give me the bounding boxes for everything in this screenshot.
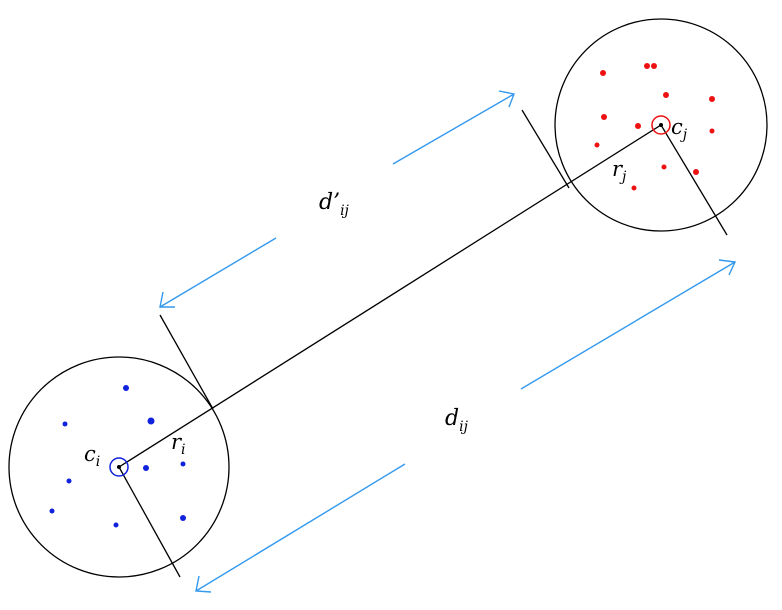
tangent-line-i — [159, 314, 214, 410]
tangent-line-j — [521, 109, 570, 189]
cluster-j-points — [594, 63, 715, 191]
center-label-i: ci — [84, 442, 100, 470]
center-arrow-lower-segment — [195, 463, 406, 592]
center-arrow-lower-head — [195, 575, 212, 593]
data-point — [66, 478, 72, 484]
data-point — [113, 522, 119, 528]
center-marker-i — [109, 457, 129, 477]
cluster-i-points — [49, 385, 186, 528]
gap-arrow-upper-segment — [392, 93, 515, 165]
data-point — [663, 92, 669, 98]
gap-arrow-lower-head — [159, 291, 175, 308]
radius-label-j: rj — [612, 157, 627, 185]
cluster-i-boundary — [8, 356, 230, 578]
center-dot-j — [659, 123, 663, 127]
center-arrow-upper-head — [718, 259, 737, 276]
data-point — [123, 385, 129, 391]
gap-arrow-upper-head — [498, 90, 515, 108]
center-arrow-upper-segment — [520, 261, 736, 390]
data-point — [143, 465, 149, 471]
data-point — [180, 461, 186, 467]
data-point — [693, 169, 699, 175]
data-point — [644, 63, 650, 69]
data-point — [600, 70, 606, 76]
center-connecting-line — [118, 124, 662, 468]
cluster-j-boundary — [554, 18, 768, 232]
data-point — [651, 63, 657, 69]
data-point — [709, 96, 715, 102]
data-point — [631, 185, 637, 191]
gap-arrow-lower-segment — [159, 237, 277, 308]
data-point — [601, 114, 607, 120]
data-point — [62, 421, 68, 427]
radius-line-i — [118, 466, 181, 578]
data-point — [147, 417, 155, 425]
data-point — [709, 128, 715, 134]
data-point — [180, 515, 186, 521]
data-point — [661, 164, 667, 170]
data-point — [49, 508, 55, 514]
center-distance-label: dij — [445, 406, 469, 435]
center-label-j: cj — [671, 115, 688, 143]
data-point — [594, 142, 600, 148]
data-point — [635, 123, 641, 129]
center-dot-i — [117, 465, 121, 469]
center-marker-j — [651, 115, 671, 135]
gap-distance-label: d’ij — [319, 190, 350, 219]
radius-line-j — [660, 124, 728, 236]
radius-label-i: ri — [171, 430, 186, 458]
